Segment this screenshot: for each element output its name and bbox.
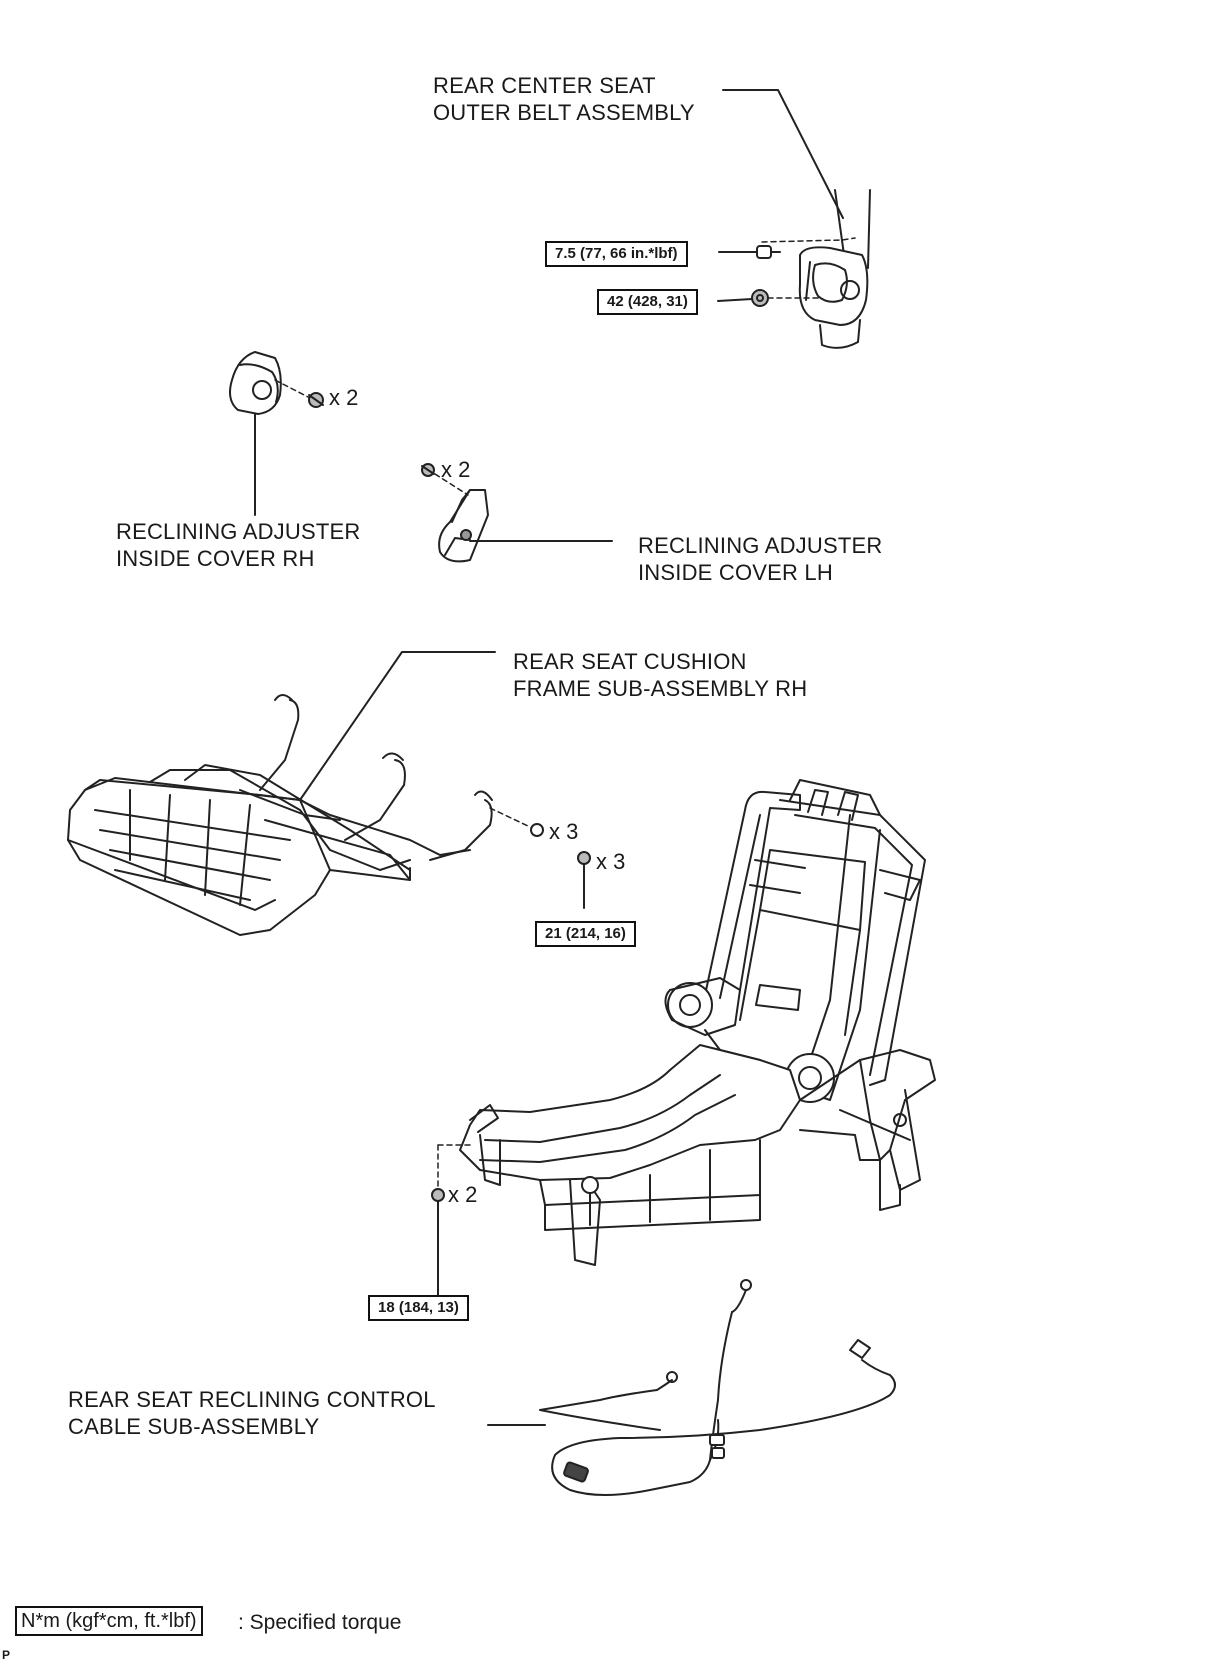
belt-nut-leader bbox=[717, 298, 753, 302]
footer-code: P bbox=[2, 1648, 11, 1662]
torque-frame-bolt: 18 (184, 13) bbox=[368, 1295, 469, 1321]
label-rear-seat-cushion-frame: REAR SEAT CUSHION FRAME SUB-ASSEMBLY RH bbox=[513, 649, 808, 701]
control-cable-illustration bbox=[539, 1279, 896, 1496]
label-reclining-adjuster-cover-rh: RECLINING ADJUSTER INSIDE COVER RH bbox=[116, 519, 361, 571]
adjuster-cover-lh-illustration bbox=[438, 489, 489, 563]
belt-nut-icon bbox=[751, 289, 769, 307]
rh-screw-icon bbox=[308, 392, 324, 408]
qty-rh-cover-screws: x 2 bbox=[329, 385, 359, 410]
lh-screw-icon bbox=[421, 463, 435, 477]
qty-frame-bolts: x 2 bbox=[448, 1182, 478, 1207]
torque-cushion-bolt: 21 (214, 16) bbox=[535, 921, 636, 947]
label-rear-center-seat-outer-belt: REAR CENTER SEAT OUTER BELT ASSEMBLY bbox=[433, 73, 695, 125]
cushion-bolt-icon bbox=[577, 851, 591, 877]
frame-bolt-icon bbox=[431, 1188, 445, 1211]
cushion-nut-icon bbox=[530, 823, 544, 837]
legend-torque-unit-box: N*m (kgf*cm, ft.*lbf) bbox=[15, 1606, 203, 1636]
belt-label-leader bbox=[722, 89, 844, 219]
torque-belt-bolt: 7.5 (77, 66 in.*lbf) bbox=[545, 241, 688, 267]
label-reclining-control-cable: REAR SEAT RECLINING CONTROL CABLE SUB-AS… bbox=[68, 1387, 436, 1439]
label-reclining-adjuster-cover-lh: RECLINING ADJUSTER INSIDE COVER LH bbox=[638, 533, 883, 585]
adjuster-cover-rh-illustration bbox=[229, 351, 282, 415]
legend-specified-torque: : Specified torque bbox=[238, 1611, 402, 1634]
belt-bolt-icon bbox=[756, 245, 781, 259]
qty-cushion-bolts: x 3 bbox=[596, 849, 626, 874]
qty-cushion-nuts: x 3 bbox=[549, 819, 579, 844]
qty-lh-cover-screws: x 2 bbox=[441, 457, 471, 482]
belt-bolt-dash bbox=[761, 237, 856, 243]
cushion-frame-illustration bbox=[67, 694, 493, 936]
cushion-label-leader bbox=[299, 651, 496, 801]
seat-back-frame-illustration bbox=[459, 779, 936, 1266]
rear-center-belt-illustration bbox=[798, 189, 871, 349]
torque-belt-nut: 42 (428, 31) bbox=[597, 289, 698, 315]
